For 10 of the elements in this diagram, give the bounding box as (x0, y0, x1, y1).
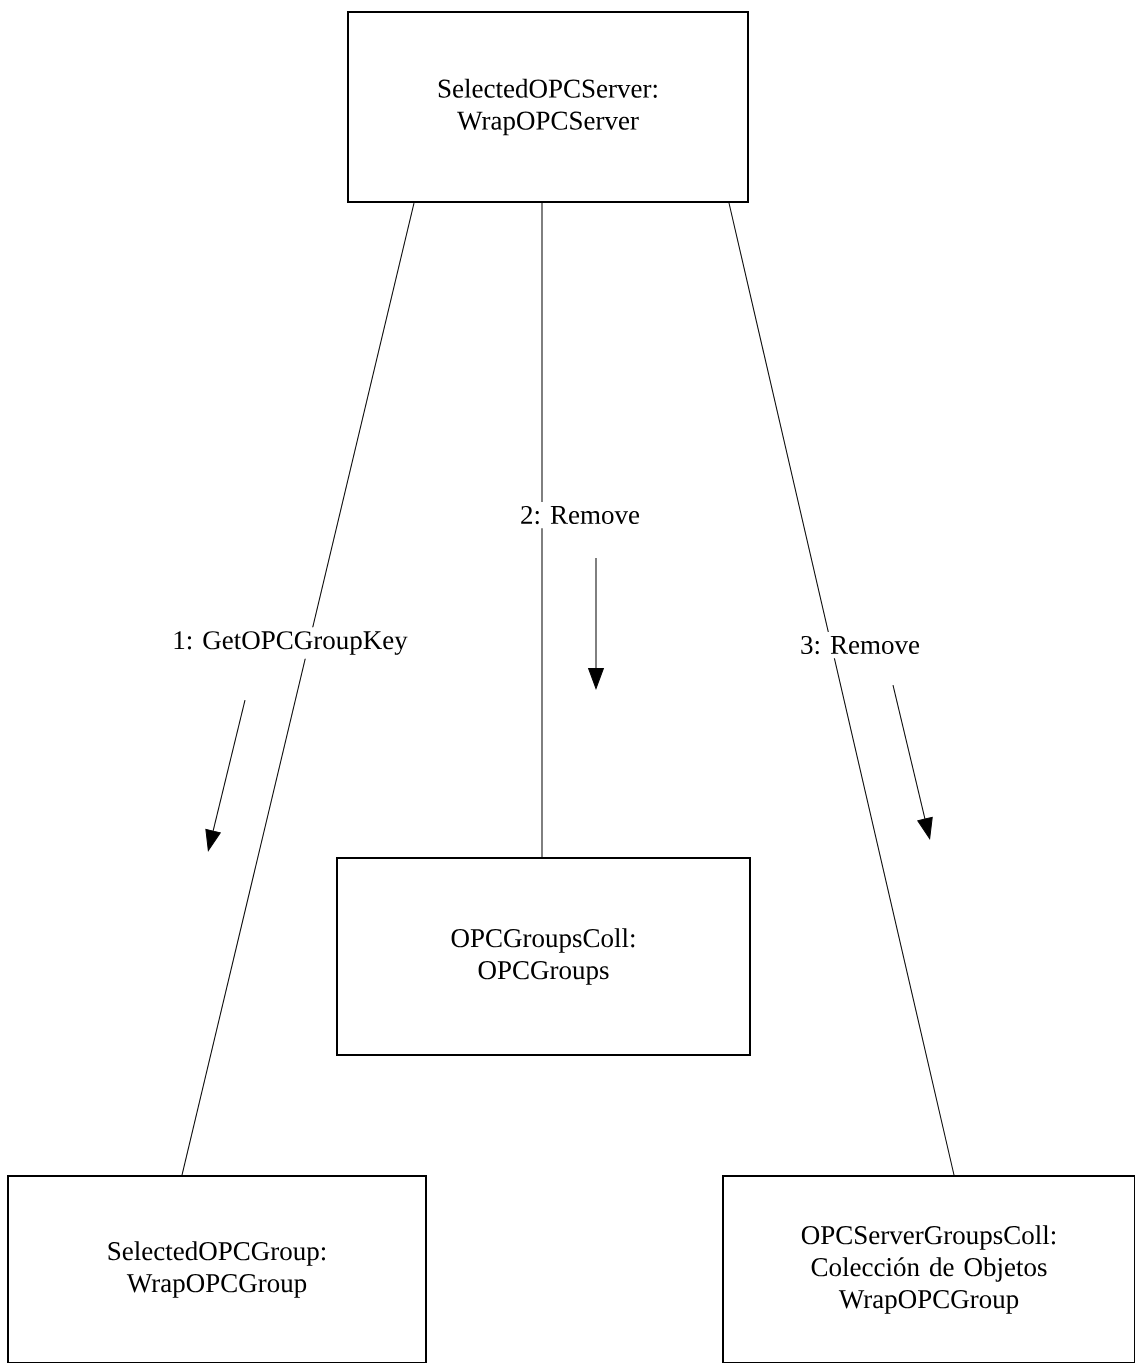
object-box: SelectedOPCGroup: WrapOPCGroup (7, 1175, 427, 1363)
connector-line (181, 202, 415, 1176)
object-box: SelectedOPCServer: WrapOPCServer (347, 11, 749, 203)
connector-line (541, 202, 543, 858)
edge-label: 1: GetOPCGroupKey (168, 627, 412, 659)
connector-line (728, 202, 955, 1176)
edge-label: 3: Remove (796, 631, 924, 659)
object-box: OPCGroupsColl: OPCGroups (336, 857, 751, 1056)
edge-label: 2: Remove (516, 501, 644, 529)
object-box: OPCServerGroupsColl: Colección de Objetos WrapOPCGroup (722, 1175, 1135, 1363)
